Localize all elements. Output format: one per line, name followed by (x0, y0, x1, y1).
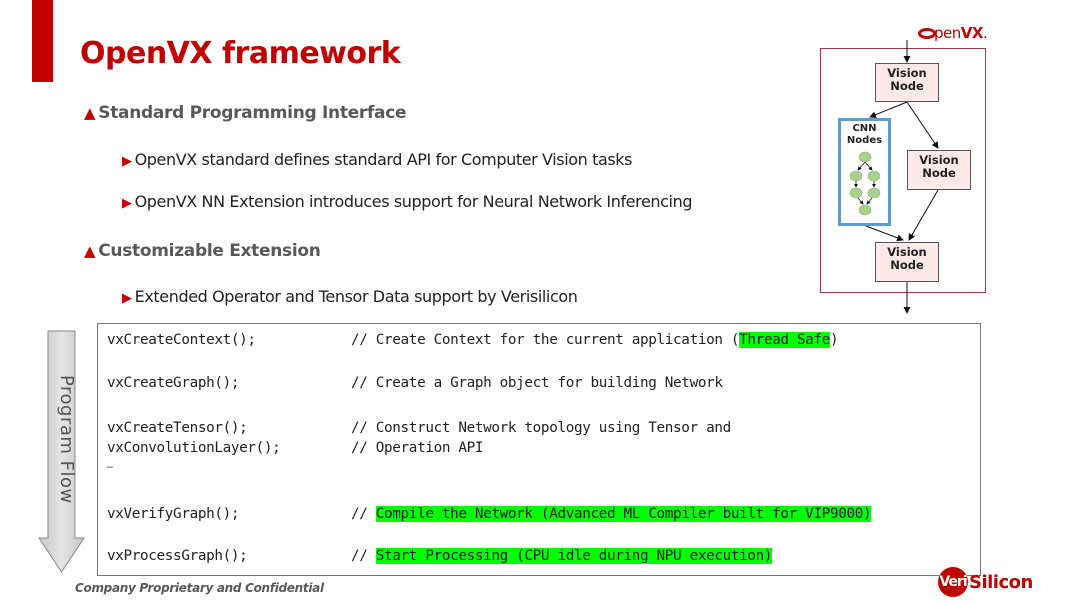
bullet-item: ▶Extended Operator and Tensor Data suppo… (122, 287, 578, 306)
code-comment-marker: // (351, 440, 376, 456)
code-highlight: Start Processing (CPU idle during NPU ex… (375, 548, 773, 564)
triangle-right-bullet-icon: ▶ (122, 196, 132, 211)
vision-node-bottom: Vision Node (875, 242, 939, 282)
logo-text-bold: VX (960, 24, 984, 42)
triangle-up-bullet-icon: ▲ (84, 104, 96, 122)
code-line: vxVerifyGraph(); // Compile the Network (… (107, 506, 872, 522)
cnn-subgraph (849, 151, 881, 216)
cnn-node (867, 187, 881, 199)
code-comment-marker: // (351, 375, 376, 391)
slide-title: OpenVX framework (80, 36, 401, 71)
node-label: Vision (887, 245, 927, 259)
section-heading-customizable: ▲Customizable Extension (84, 241, 321, 261)
logo-text: pen (934, 24, 961, 42)
cnn-node (858, 151, 872, 163)
node-label: Node (890, 258, 924, 272)
code-comment-marker: // (351, 420, 376, 436)
cnn-label: CNN Nodes (841, 123, 888, 147)
bullet-item: ▶OpenVX standard defines standard API fo… (122, 150, 632, 169)
program-flow-label: Program Flow (56, 375, 77, 504)
code-function: vxVerifyGraph(); (107, 506, 240, 522)
cnn-label-line: CNN (852, 123, 877, 134)
cnn-label-line: Nodes (846, 135, 883, 146)
confidential-footer: Company Proprietary and Confidential (75, 581, 324, 595)
triangle-right-bullet-icon: ▶ (122, 154, 132, 169)
arrow-to-cnn (869, 101, 908, 118)
code-comment-marker: // (351, 506, 376, 522)
code-line: vxConvolutionLayer(); // Operation API (107, 440, 483, 456)
node-label: Vision (887, 66, 927, 80)
code-function: vxProcessGraph(); (107, 548, 248, 564)
code-block: vxCreateContext(); // Create Context for … (97, 323, 981, 576)
code-function: vxCreateTensor(); (107, 420, 248, 436)
node-label: Node (890, 79, 924, 93)
code-comment: Create Context for the current applicati… (375, 332, 740, 348)
code-comment: Construct Network topology using Tensor … (375, 420, 731, 436)
code-comment-marker: // (351, 332, 376, 348)
code-comment-tail: ) (829, 332, 839, 348)
node-label: Node (922, 166, 956, 180)
logo-dot: . (982, 24, 988, 42)
openvx-logo-ring-icon (918, 28, 936, 39)
code-line: vxCreateTensor(); // Construct Network to… (107, 420, 731, 436)
code-highlight: Thread Safe (739, 332, 830, 348)
cnn-nodes-group: CNN Nodes (838, 118, 891, 226)
vision-node-top: Vision Node (875, 63, 939, 102)
openvx-logo: penVX. (918, 24, 988, 42)
code-ellipsis: … (107, 460, 113, 471)
code-comment: Operation API (375, 440, 484, 456)
code-function: vxCreateGraph(); (107, 375, 240, 391)
bullet-item: ▶OpenVX NN Extension introduces support … (122, 192, 692, 211)
code-line: vxCreateContext(); // Create Context for … (107, 332, 839, 348)
cnn-node (867, 170, 881, 182)
arrow-to-right-node (906, 101, 939, 149)
program-flow-arrow-icon (38, 330, 85, 573)
code-function: vxConvolutionLayer(); (107, 440, 281, 456)
verisilicon-logo-word: Silicon (969, 571, 1033, 593)
vision-node-right: Vision Node (907, 150, 971, 190)
cnn-node (849, 170, 863, 182)
triangle-up-bullet-icon: ▲ (84, 242, 96, 260)
verisilicon-logo: Veri Silicon (938, 566, 1033, 598)
code-function: vxCreateContext(); (107, 332, 256, 348)
arrow-right-to-bottom (908, 189, 939, 241)
code-line: vxCreateGraph(); // Create a Graph object… (107, 375, 723, 391)
section-heading-text: Standard Programming Interface (98, 103, 407, 123)
title-accent-bar (32, 0, 53, 82)
code-highlight: Compile the Network (Advanced ML Compile… (375, 506, 872, 522)
bullet-text: OpenVX NN Extension introduces support f… (134, 192, 693, 211)
code-comment: Create a Graph object for building Netwo… (375, 375, 723, 391)
bullet-text: Extended Operator and Tensor Data suppor… (134, 287, 578, 306)
node-label: Vision (919, 153, 959, 167)
section-heading-standard: ▲Standard Programming Interface (84, 103, 407, 123)
triangle-right-bullet-icon: ▶ (122, 291, 132, 306)
cnn-node (858, 204, 872, 216)
code-line: vxProcessGraph(); // Start Processing (CP… (107, 548, 772, 564)
openvx-graph-diagram (820, 48, 986, 293)
verisilicon-logo-circle: Veri (938, 567, 968, 597)
bullet-text: OpenVX standard defines standard API for… (134, 150, 633, 169)
code-comment-marker: // (351, 548, 376, 564)
cnn-node (849, 187, 863, 199)
section-heading-text: Customizable Extension (98, 241, 321, 261)
arrow-cnn-to-bottom (865, 225, 904, 242)
code-line-ellipsis: … (107, 460, 113, 471)
